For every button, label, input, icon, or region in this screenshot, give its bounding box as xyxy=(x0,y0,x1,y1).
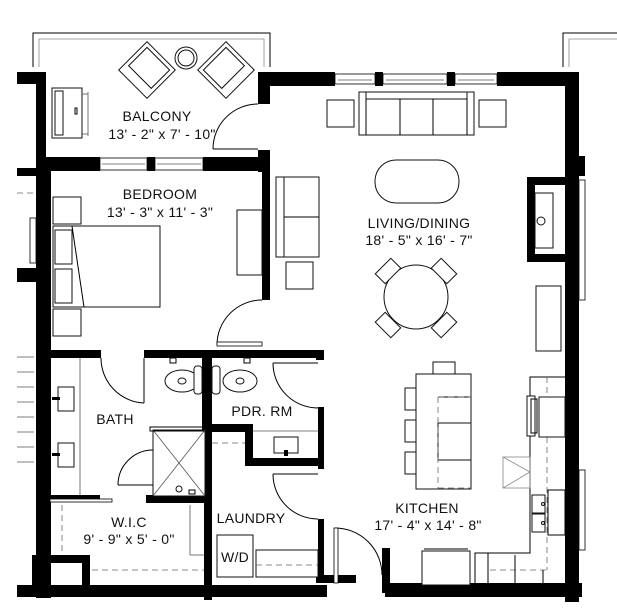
bedroom-door[interactable] xyxy=(216,341,263,347)
wic-sliding-door[interactable] xyxy=(49,498,113,503)
room-labels: BALCONY 13' - 2" x 7' - 10" BEDROOM 13' … xyxy=(83,108,481,565)
bath-fixtures xyxy=(52,357,258,497)
bedroom-label: BEDROOM xyxy=(123,186,197,202)
kitchen-fixtures xyxy=(404,361,566,586)
laundry-label: LAUNDRY xyxy=(217,510,286,526)
exterior-stair-lines xyxy=(17,192,37,463)
pdr-door-swing xyxy=(272,362,319,409)
entry-door[interactable] xyxy=(333,527,339,584)
neighbor-railing-inner xyxy=(568,38,617,67)
wic-shelving xyxy=(61,505,204,571)
bath-label: BATH xyxy=(96,411,134,427)
bath-door-swing xyxy=(100,357,145,404)
living-dining-dimensions: 18' - 5" x 16' - 7" xyxy=(365,232,472,248)
walls xyxy=(17,72,585,602)
washer-dryer-label: W/D xyxy=(221,549,249,565)
balcony-railing xyxy=(32,32,271,67)
pdr-vanity xyxy=(212,430,318,456)
bedroom-furniture xyxy=(52,196,263,337)
neighbor-railing xyxy=(562,32,617,67)
laundry-fixtures xyxy=(216,534,319,578)
wic-dimensions: 9' - 9" x 5' - 0" xyxy=(83,531,174,547)
balcony-label: BALCONY xyxy=(122,108,191,124)
right-window-kitchen xyxy=(578,469,586,551)
pdr-rm-label: PDR. RM xyxy=(231,403,292,419)
entry-door-swing xyxy=(334,527,383,576)
balcony-dimensions: 13' - 2" x 7' - 10" xyxy=(108,126,215,142)
balcony-furniture xyxy=(51,41,255,139)
balcony-door-swing xyxy=(212,103,259,150)
shower-door-swing xyxy=(117,449,154,486)
bedroom-dimensions: 13' - 3" x 11' - 3" xyxy=(107,204,213,220)
laundry-door-swing xyxy=(272,473,319,520)
right-window xyxy=(578,179,586,301)
bedroom-door-swing xyxy=(216,299,263,346)
kitchen-dimensions: 17' - 4" x 14' - 8" xyxy=(374,517,481,533)
kitchen-label: KITCHEN xyxy=(395,500,459,516)
living-dining-label: LIVING/DINING xyxy=(368,215,471,231)
living-furniture xyxy=(275,91,569,352)
wic-label: W.I.C xyxy=(111,514,147,530)
